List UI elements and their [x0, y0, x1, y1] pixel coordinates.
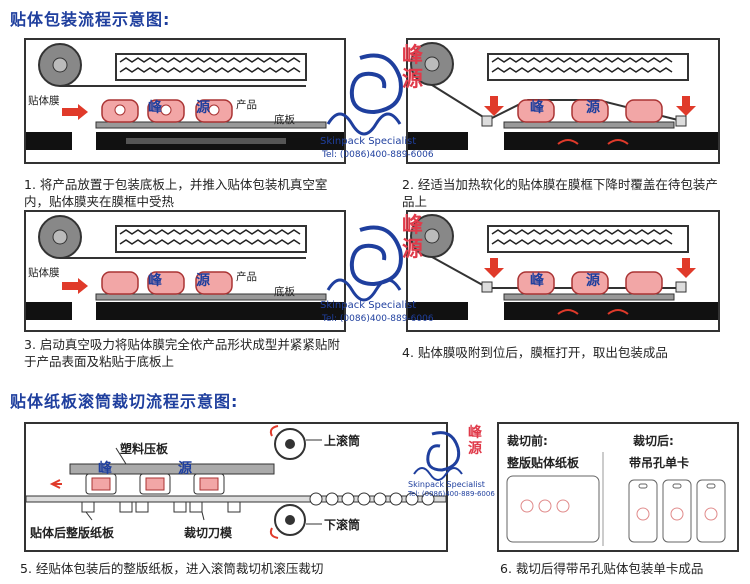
after-cut-title: 裁切后:: [633, 432, 674, 449]
step-1-caption: 1. 将产品放置于包装底板上，并推入贴体包装机真空室内，贴体膜夹在膜框中受热: [24, 176, 342, 210]
before-cut-item: 整版贴体纸板: [507, 454, 579, 471]
product-mark-7: 峰: [530, 270, 544, 290]
step-5-caption: 5. 经贴体包装后的整版纸板，进入滚筒裁切机滚压裁切: [20, 560, 440, 577]
product-mark-2: 源: [196, 97, 210, 117]
step-6-caption: 6. 裁切后得带吊孔贴体包装单卡成品: [500, 560, 740, 577]
product-label: 产品: [236, 97, 257, 112]
film-label-2: 贴体膜: [28, 265, 60, 280]
watermark-brand: Skinpack Specialist: [320, 136, 416, 147]
product-mark-4: 源: [586, 97, 600, 117]
product-mark-5: 峰: [148, 270, 162, 290]
product-mark-8: 源: [586, 270, 600, 290]
before-cut-title: 裁切前:: [507, 432, 548, 449]
step-1-diagram: 贴体膜 产品 底板: [24, 38, 346, 164]
product-label-2: 产品: [236, 269, 257, 284]
watermark-char-1: 峰: [402, 44, 423, 66]
step-4-caption: 4. 贴体膜吸附到位后，膜框打开，取出包装成品: [402, 344, 722, 361]
step-4-diagram: [406, 210, 720, 332]
process-heading: 贴体包装流程示意图:: [10, 6, 170, 30]
after-cut-item: 带吊孔单卡: [629, 454, 689, 471]
board-label: 底板: [274, 112, 295, 127]
full-board-label: 贴体后整版纸板: [30, 524, 114, 541]
watermark-char-2c: 源: [468, 438, 482, 460]
step-2-caption: 2. 经适当加热软化的贴体膜在膜框下降时覆盖在待包装产品上: [402, 176, 722, 210]
step-2-diagram: [406, 38, 720, 164]
watermark-brand-c: Skinpack Specialist: [408, 480, 485, 489]
upper-roller-label: 上滚筒: [324, 432, 360, 449]
watermark-logo-2: 峰 源 Skinpack Specialist Tel: (0086)400-8…: [320, 210, 440, 330]
product-mark-6: 源: [196, 270, 210, 290]
product-mark-1: 峰: [148, 97, 162, 117]
cutting-heading: 贴体纸板滚筒裁切流程示意图:: [10, 388, 238, 412]
product-mark-10: 源: [178, 458, 192, 478]
step-5-diagram: 塑料压板 上滚筒 下滚筒 贴体后整版纸板 裁切刀模: [24, 422, 448, 552]
watermark-tel-c: Tel: (0086)400-889-6006: [408, 490, 495, 498]
watermark-brand-b: Skinpack Specialist: [320, 300, 416, 311]
plastic-plate-label: 塑料压板: [120, 440, 168, 457]
step-3-diagram: 贴体膜 产品 底板: [24, 210, 346, 332]
cutter-label: 裁切刀模: [184, 524, 232, 541]
product-mark-3: 峰: [530, 97, 544, 117]
watermark-logo-3: 峰 源 Skinpack Specialist Tel: (0086)400-8…: [408, 422, 498, 502]
watermark-tel-b: Tel: (0086)400-889-6006: [322, 314, 434, 324]
product-mark-9: 峰: [98, 458, 112, 478]
watermark-char-1b: 峰: [402, 214, 423, 236]
watermark-logo-1: 峰 源 Skinpack Specialist Tel: (0086)400-8…: [320, 38, 440, 168]
watermark-char-2b: 源: [402, 238, 423, 260]
lower-roller-label: 下滚筒: [324, 516, 360, 533]
watermark-tel: Tel: (0086)400-889-6006: [322, 150, 434, 160]
step-6-diagram: 裁切前: 整版贴体纸板 裁切后: 带吊孔单卡: [497, 422, 739, 552]
step-3-caption: 3. 启动真空吸力将贴体膜完全依产品形状成型并紧紧贴附于产品表面及粘贴于底板上: [24, 336, 342, 370]
board-label-2: 底板: [274, 284, 295, 299]
film-label: 贴体膜: [28, 93, 60, 108]
watermark-char-2: 源: [402, 68, 423, 90]
